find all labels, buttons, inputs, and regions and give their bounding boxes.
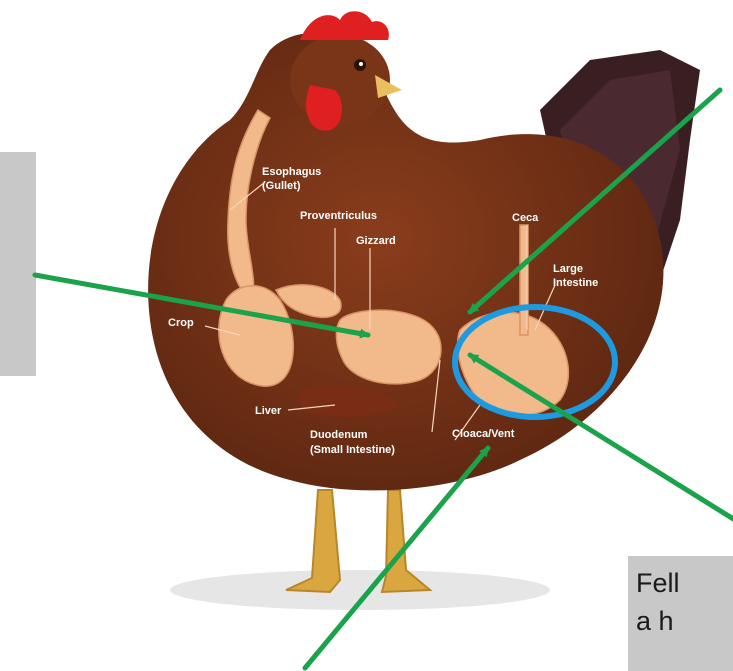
- label-large: Large: [553, 263, 583, 275]
- label-proventriculus: Proventriculus: [300, 210, 377, 222]
- caption-box: Fell a h: [628, 556, 733, 671]
- label-ceca: Ceca: [512, 212, 539, 224]
- label-intestine: Intestine: [553, 277, 598, 289]
- label-crop: Crop: [168, 317, 194, 329]
- label-duodenum: Duodenum: [310, 429, 368, 441]
- label-esophagus: Esophagus: [262, 166, 321, 178]
- label-gizzard: Gizzard: [356, 235, 396, 247]
- label-gullet: (Gullet): [262, 180, 301, 192]
- label-liver: Liver: [255, 405, 282, 417]
- caption-line-1: Fell: [636, 570, 680, 597]
- label-small-intestine: (Small Intestine): [310, 444, 395, 456]
- caption-line-2: a h: [636, 608, 674, 635]
- label-cloaca-vent: Cloaca/Vent: [452, 428, 515, 440]
